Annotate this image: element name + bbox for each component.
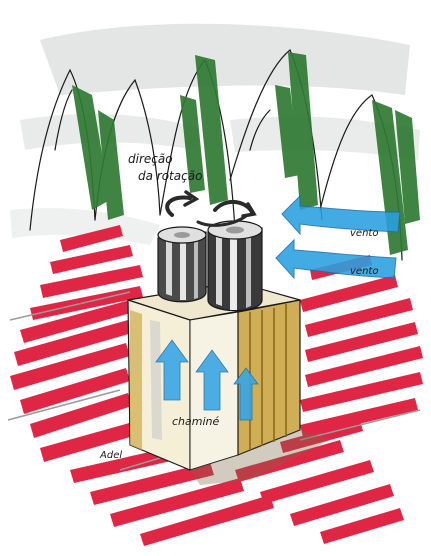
rotation-label-line1: direção [128,152,173,166]
rotation-label-line2: da rotação [138,169,202,183]
wind-label-lower: vento [350,266,378,277]
wind-arrow-icon [276,196,400,278]
turbine-right [208,221,262,311]
turbine-left [158,227,206,302]
wind-label-upper: vento [350,228,378,239]
signature: Adel [99,450,122,461]
chimney-label: chaminé [172,415,220,428]
